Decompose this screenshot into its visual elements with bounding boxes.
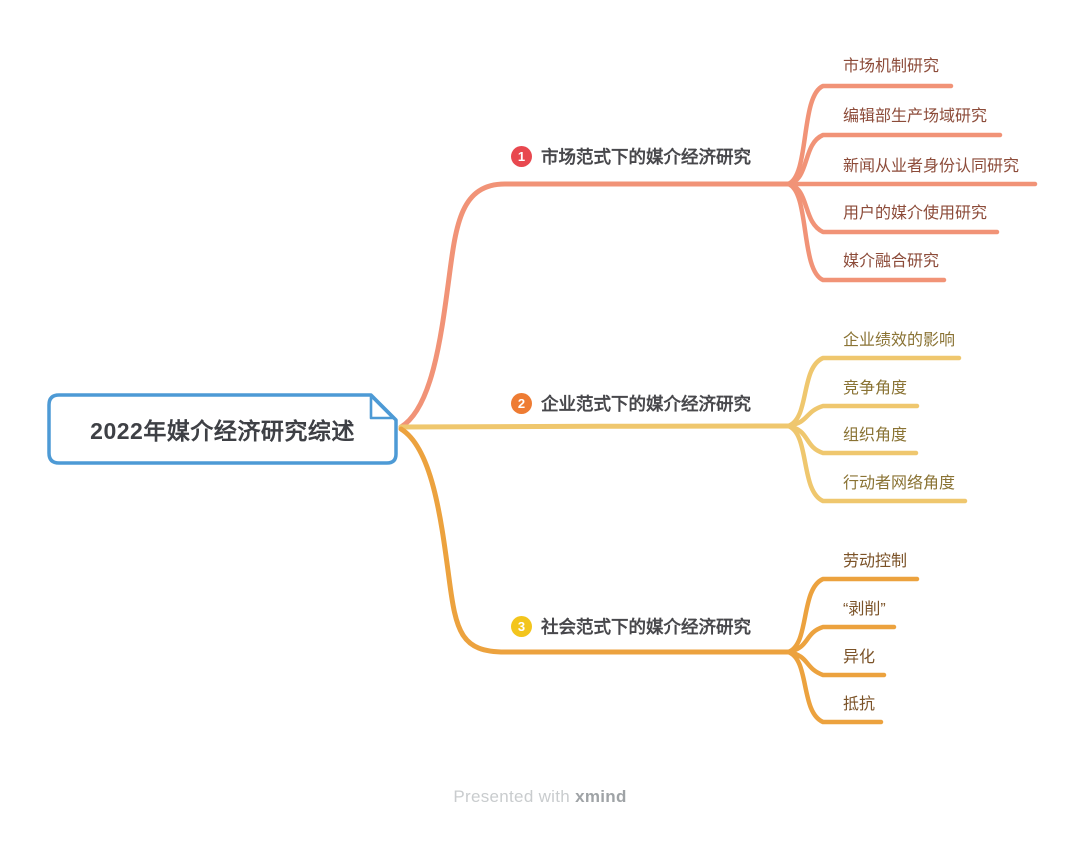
branch-node-society[interactable]: 3 社会范式下的媒介经济研究	[511, 614, 751, 638]
branch-2-number-badge: 2	[511, 392, 532, 414]
branch-2-connector	[398, 423, 791, 430]
subtopic-node[interactable]: 新闻从业者身份认同研究	[843, 158, 1020, 175]
branch-2-label: 企业范式下的媒介经济研究	[541, 393, 751, 414]
branch-1-connector	[398, 181, 791, 430]
subtopic-node[interactable]: 市场机制研究	[843, 58, 940, 75]
branch-1-label: 市场范式下的媒介经济研究	[541, 146, 751, 167]
branch-1-number-badge: 1	[511, 145, 532, 167]
subtopic-connector	[785, 181, 947, 283]
subtopic-node[interactable]: 劳动控制	[843, 553, 908, 570]
subtopic-connector	[785, 576, 920, 655]
branch-3-label: 社会范式下的媒介经济研究	[541, 616, 751, 637]
subtopic-connector	[785, 83, 954, 187]
subtopic-connector	[785, 132, 1003, 187]
subtopic-connector	[785, 423, 968, 504]
subtopic-node[interactable]: 行动者网络角度	[843, 475, 956, 492]
branch-node-enterprise[interactable]: 2 企业范式下的媒介经济研究	[511, 391, 751, 415]
subtopic-connector	[785, 649, 884, 725]
subtopic-connector	[785, 624, 897, 655]
xmind-brand: xmind	[575, 787, 627, 806]
subtopic-node[interactable]: 用户的媒介使用研究	[843, 205, 988, 222]
subtopic-node[interactable]: 媒介融合研究	[843, 253, 940, 270]
subtopic-node[interactable]: “剥削”	[843, 601, 886, 618]
folded-corner-icon	[369, 394, 395, 420]
central-topic-shape	[47, 393, 398, 465]
watermark-prefix: Presented with	[453, 787, 576, 806]
branch-node-market[interactable]: 1 市场范式下的媒介经济研究	[511, 144, 751, 168]
subtopic-connector	[785, 355, 962, 429]
central-topic-label: 2022年媒介经济研究综述	[90, 418, 355, 444]
subtopic-node[interactable]: 编辑部生产场域研究	[843, 108, 988, 125]
xmind-watermark: Presented with xmind	[0, 787, 1080, 807]
branch-3-number-badge: 3	[511, 615, 532, 637]
subtopic-node[interactable]: 企业绩效的影响	[843, 332, 956, 349]
subtopic-connector	[785, 403, 920, 429]
subtopic-node[interactable]: 组织角度	[843, 427, 908, 444]
branch-3-connector	[398, 426, 791, 655]
subtopic-node[interactable]: 竞争角度	[843, 380, 908, 397]
central-topic-node[interactable]: 2022年媒介经济研究综述	[49, 395, 396, 463]
subtopic-node[interactable]: 异化	[843, 649, 876, 666]
subtopic-node[interactable]: 抵抗	[843, 696, 876, 713]
